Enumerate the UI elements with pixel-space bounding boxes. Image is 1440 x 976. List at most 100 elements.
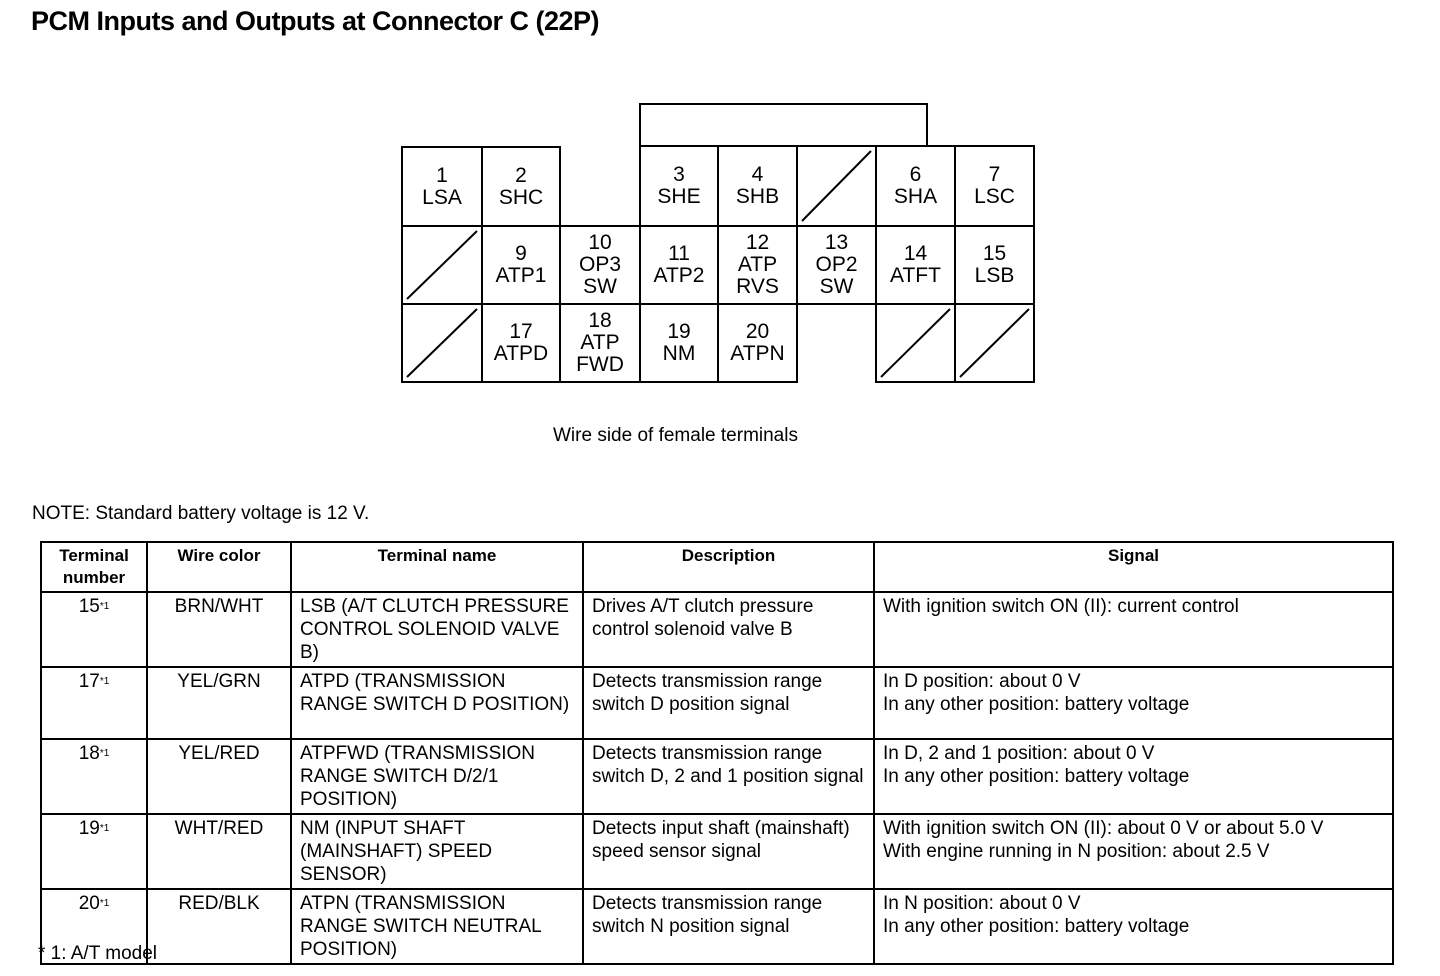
description-cell: Detects transmission range switch D posi…	[582, 666, 875, 740]
terminal-number: 7	[988, 163, 1001, 186]
terminal-cell: 7 LSC	[954, 145, 1035, 227]
terminal-cell: 11 ATP2	[639, 225, 719, 305]
empty-terminal-cell	[401, 303, 483, 383]
terminal-label: ATP2	[653, 264, 705, 287]
terminal-label: OP3 SW	[578, 253, 622, 298]
terminal-label: LSC	[974, 185, 1015, 208]
empty-slot-slash	[880, 308, 951, 378]
terminal-cell: 9 ATP1	[481, 225, 561, 305]
footnote-mark: *1	[99, 676, 110, 687]
terminal-number: 11	[668, 242, 690, 265]
empty-terminal-cell	[954, 303, 1035, 383]
terminal-number: 18	[588, 309, 612, 332]
header-description: Description	[582, 541, 875, 593]
terminal-cell: 19 NM	[639, 303, 719, 383]
terminal-label: SHB	[735, 185, 780, 208]
footnote: * 1: A/T model	[38, 943, 157, 964]
terminal-number: 20	[78, 893, 100, 914]
signal-cell: In D position: about 0 V In any other po…	[873, 666, 1394, 740]
terminal-cell: 14 ATFT	[875, 225, 956, 305]
connector-caption: Wire side of female terminals	[553, 425, 798, 446]
terminal-cell: 17 ATPD	[481, 303, 561, 383]
terminal-label: SHE	[657, 185, 701, 208]
terminal-label: ATPN	[730, 342, 785, 365]
empty-terminal-cell	[875, 303, 956, 383]
terminal-number: 14	[903, 242, 928, 265]
terminal-cell: 2 SHC	[481, 146, 561, 227]
footnote-mark: *1	[99, 601, 110, 612]
terminal-number: 17	[509, 320, 533, 343]
terminal-number: 17	[78, 671, 100, 692]
terminal-table: Terminal number Wire color Terminal name…	[40, 541, 1394, 965]
terminal-number-cell: 19*1	[40, 813, 148, 890]
terminal-number: 9	[515, 242, 527, 265]
terminal-name-cell: ATPFWD (TRANSMISSION RANGE SWITCH D/2/1 …	[290, 738, 584, 815]
terminal-label: OP2 SW	[815, 253, 858, 298]
header-terminal-number: Terminal number	[40, 541, 148, 593]
terminal-cell: 15 LSB	[954, 225, 1035, 305]
terminal-label: NM	[662, 342, 696, 365]
wire-color-cell: YEL/GRN	[146, 666, 292, 740]
page-title: PCM Inputs and Outputs at Connector C (2…	[31, 6, 600, 36]
wire-color-cell: BRN/WHT	[146, 591, 292, 668]
description-cell: Drives A/T clutch pressure control solen…	[582, 591, 875, 668]
header-wire-color: Wire color	[146, 541, 292, 593]
terminal-cell: 12 ATP RVS	[717, 225, 798, 305]
terminal-cell: 10 OP3 SW	[559, 225, 641, 305]
terminal-label: SHA	[893, 185, 938, 208]
terminal-number-cell: 15*1	[40, 591, 148, 668]
table-row: 17*1 YEL/GRN ATPD (TRANSMISSION RANGE SW…	[40, 666, 1394, 740]
empty-slot-slash	[801, 150, 872, 222]
signal-cell: With ignition switch ON (II): about 0 V …	[873, 813, 1394, 890]
empty-slot-slash	[406, 308, 478, 378]
terminal-label: ATPD	[493, 342, 549, 365]
terminal-cell: 13 OP2 SW	[796, 225, 877, 305]
terminal-cell: 3 SHE	[639, 145, 719, 227]
terminal-number: 2	[515, 163, 527, 187]
terminal-cell: 6 SHA	[875, 145, 956, 227]
terminal-name-cell: LSB (A/T CLUTCH PRESSURE CONTROL SOLENOI…	[290, 591, 584, 668]
terminal-number: 1	[436, 163, 448, 187]
footnote-mark: *1	[99, 898, 110, 909]
connector-lock-tab	[639, 103, 928, 147]
terminal-number: 20	[745, 320, 770, 343]
terminal-cell: 4 SHB	[717, 145, 798, 227]
terminal-number-cell: 17*1	[40, 666, 148, 740]
signal-cell: With ignition switch ON (II): current co…	[873, 591, 1394, 668]
terminal-cell: 20 ATPN	[717, 303, 798, 383]
header-terminal-name: Terminal name	[290, 541, 584, 593]
terminal-name-cell: ATPD (TRANSMISSION RANGE SWITCH D POSITI…	[290, 666, 584, 740]
description-cell: Detects transmission range switch N posi…	[582, 888, 875, 965]
terminal-label: SHC	[498, 185, 544, 209]
terminal-number: 3	[673, 163, 685, 186]
description-cell: Detects transmission range switch D, 2 a…	[582, 738, 875, 815]
signal-cell: In D, 2 and 1 position: about 0 V In any…	[873, 738, 1394, 815]
terminal-label: LSB	[974, 264, 1015, 287]
terminal-label: ATP FWD	[576, 331, 624, 376]
terminal-number: 6	[909, 163, 922, 186]
terminal-label: ATP1	[495, 264, 547, 287]
battery-note: NOTE: Standard battery voltage is 12 V.	[32, 503, 370, 524]
terminal-cell: 1 LSA	[401, 146, 483, 227]
terminal-number-cell: 20*1	[40, 888, 148, 965]
terminal-label: LSA	[422, 185, 462, 209]
terminal-number: 10	[588, 231, 612, 254]
table-row: 18*1 YEL/RED ATPFWD (TRANSMISSION RANGE …	[40, 738, 1394, 815]
empty-slot-slash	[406, 230, 478, 300]
wire-color-cell: RED/BLK	[146, 888, 292, 965]
header-signal: Signal	[873, 541, 1394, 593]
terminal-number: 15	[78, 596, 100, 617]
terminal-number: 19	[667, 320, 691, 343]
wire-color-cell: YEL/RED	[146, 738, 292, 815]
wire-color-cell: WHT/RED	[146, 813, 292, 890]
table-row: 15*1 BRN/WHT LSB (A/T CLUTCH PRESSURE CO…	[40, 591, 1394, 668]
footnote-mark: *1	[99, 748, 110, 759]
terminal-name-cell: NM (INPUT SHAFT (MAINSHAFT) SPEED SENSOR…	[290, 813, 584, 890]
empty-terminal-cell	[401, 225, 483, 305]
terminal-number-cell: 18*1	[40, 738, 148, 815]
terminal-number: 19	[78, 818, 100, 839]
terminal-cell: 18 ATP FWD	[559, 303, 641, 383]
table-row: 20*1 RED/BLK ATPN (TRANSMISSION RANGE SW…	[40, 888, 1394, 965]
table-row: 19*1 WHT/RED NM (INPUT SHAFT (MAINSHAFT)…	[40, 813, 1394, 890]
terminal-number: 12	[745, 231, 770, 254]
